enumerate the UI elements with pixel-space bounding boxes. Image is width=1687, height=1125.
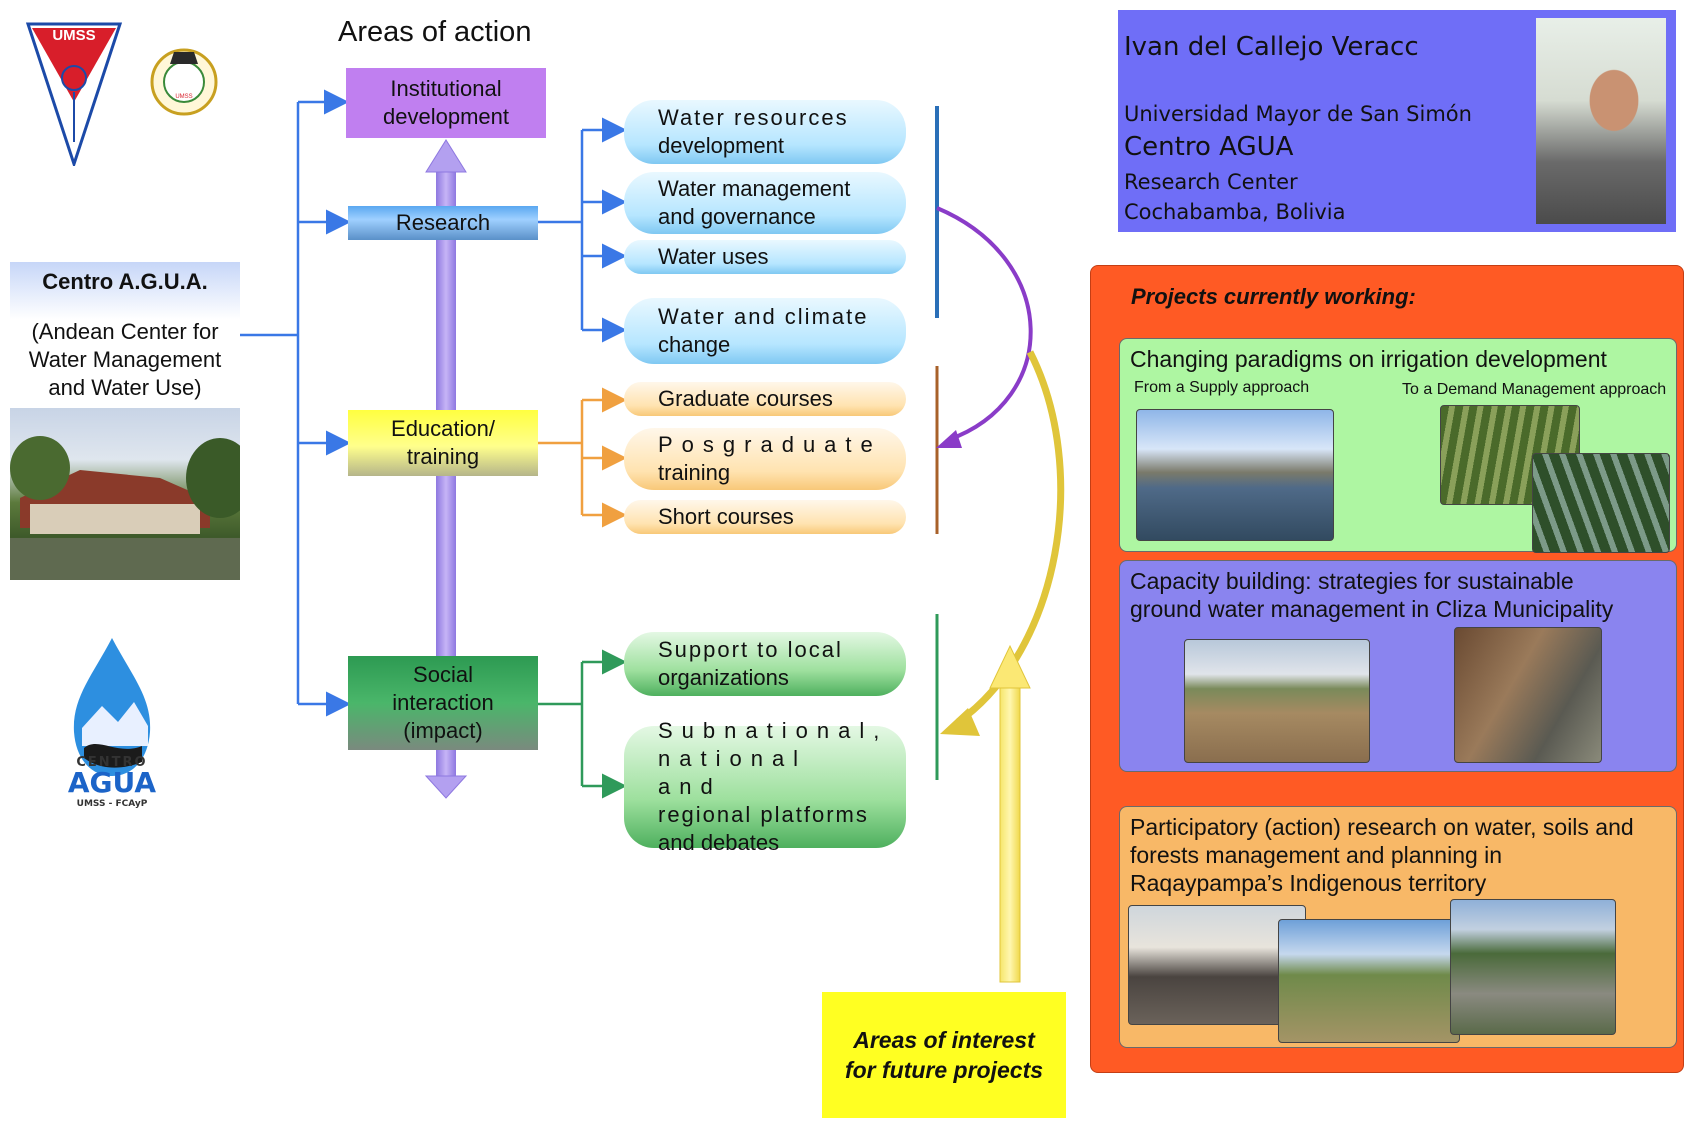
- pill-line: and governance: [658, 204, 816, 229]
- cliza-landscape-photo: [1184, 639, 1370, 763]
- mountain-lake-photo: [1136, 409, 1334, 541]
- research-label: Research: [395, 210, 491, 235]
- pill-line: Water and climate: [658, 304, 869, 329]
- centro-subtitle-line: Water Management: [28, 347, 222, 372]
- centro-agua-logo: CENTRO AGUA UMSS - FCAyP: [68, 638, 157, 809]
- researcher-name: Ivan del Callejo Veracc: [1124, 32, 1419, 62]
- social-label-line: Social: [413, 662, 473, 687]
- education-label-line: Education/: [391, 416, 495, 441]
- future-line: for future projects: [844, 1057, 1044, 1083]
- campus-photo: [10, 408, 240, 580]
- centro-title: Centro A.G.U.A.: [42, 269, 208, 294]
- researcher-university: Universidad Mayor de San Simón: [1124, 102, 1472, 126]
- centro-subtitle: (Andean Center for Water Management and …: [10, 318, 240, 402]
- pill-line: and debates: [658, 830, 780, 855]
- project-title-line: Capacity building: strategies for sustai…: [1130, 568, 1574, 594]
- researcher-center: Centro AGUA: [1124, 132, 1294, 162]
- pill-line: Support to local: [658, 637, 843, 662]
- research-item-water-management: Water management and governance: [624, 172, 906, 234]
- researcher-profile-card: Ivan del Callejo Veracc Universidad Mayo…: [1118, 10, 1676, 232]
- project-title-line: ground water management in Cliza Municip…: [1130, 596, 1614, 622]
- faculty-seal-text: UMSS: [175, 94, 192, 100]
- pill-line: Water management: [658, 176, 851, 201]
- project-title-line: Raqaypampa’s Indigenous territory: [1130, 870, 1487, 896]
- pill-line: Posgraduate: [658, 432, 882, 457]
- research-connectors: [538, 117, 627, 343]
- social-interaction-box: Social interaction (impact): [348, 656, 538, 750]
- research-item-water-uses: Water uses: [624, 240, 906, 274]
- researcher-center-type: Research Center: [1124, 170, 1298, 194]
- future-up-arrow: [989, 644, 1031, 983]
- pill-line: Subnational,: [658, 718, 889, 743]
- pill-line: organizations: [658, 665, 789, 690]
- pill-line: Water uses: [658, 244, 769, 269]
- project-title: Changing paradigms on irrigation develop…: [1130, 346, 1607, 372]
- future-interest-box: Areas of interest for future projects: [822, 992, 1066, 1118]
- pill-line: national and: [658, 746, 808, 799]
- researcher-location: Cochabamba, Bolivia: [1124, 200, 1346, 224]
- future-line: Areas of interest: [853, 1027, 1035, 1053]
- education-connectors: [538, 387, 627, 528]
- projects-heading: Projects currently working:: [1131, 284, 1416, 309]
- education-item-short-courses: Short courses: [624, 500, 906, 534]
- pill-line: training: [658, 460, 731, 485]
- social-label-line: (impact): [403, 718, 483, 743]
- project-raqaypampa: Participatory (action) research on water…: [1119, 806, 1677, 1048]
- project-title-line: forests management and planning in: [1130, 842, 1503, 868]
- education-item-graduate-courses: Graduate courses: [624, 382, 906, 416]
- education-label-line: training: [406, 444, 480, 469]
- researcher-portrait: [1536, 18, 1666, 224]
- pill-line: Graduate courses: [658, 386, 833, 411]
- areas-heading: Areas of action: [338, 16, 532, 48]
- pill-line: regional platforms: [658, 802, 869, 827]
- centro-subtitle-line: and Water Use): [48, 375, 202, 400]
- umss-logo: UMSS: [26, 22, 122, 166]
- project-title: Capacity building: strategies for sustai…: [1130, 567, 1670, 623]
- to-demand-label: To a Demand Management approach: [1402, 381, 1667, 398]
- project-irrigation-paradigms: Changing paradigms on irrigation develop…: [1119, 338, 1677, 553]
- center-to-areas-connector: [240, 89, 351, 717]
- pill-line: development: [658, 133, 784, 158]
- research-to-education-curve: [936, 206, 1033, 442]
- centro-subtitle-line: (Andean Center for: [31, 319, 219, 344]
- projects-panel: Projects currently working: Changing par…: [1090, 265, 1684, 1073]
- education-item-posgraduate-training: Posgraduate training: [624, 428, 906, 490]
- pill-line: change: [658, 332, 731, 357]
- research-item-climate-change: Water and climate change: [624, 298, 906, 364]
- project-title-line: Participatory (action) research on water…: [1130, 814, 1634, 840]
- highland-field-photo: [1278, 919, 1460, 1043]
- pill-line: Water resources: [658, 105, 849, 130]
- drilling-rig-photo: [1454, 627, 1602, 763]
- research-box: Research: [348, 206, 538, 240]
- from-supply-label: From a Supply approach: [1134, 379, 1310, 396]
- social-label-line: interaction: [392, 690, 494, 715]
- institutional-label-line: Institutional: [390, 76, 502, 101]
- logo-centro-text: CENTRO: [76, 755, 147, 770]
- research-item-water-resources: Water resources development: [624, 100, 906, 164]
- centro-agua-box: Centro A.G.U.A. (Andean Center for Water…: [10, 262, 240, 580]
- institutional-development-box: Institutional development: [346, 68, 546, 138]
- community-meeting-photo: [1128, 905, 1306, 1025]
- logo-agua-text: AGUA: [68, 766, 157, 799]
- social-item-support-local: Support to local organizations: [624, 632, 906, 696]
- education-training-box: Education/ training: [348, 410, 538, 476]
- social-connectors: [538, 649, 627, 799]
- hillside-survey-photo: [1450, 899, 1616, 1035]
- faculty-seal-logo: UMSS: [150, 48, 218, 116]
- institutional-label-line: development: [383, 104, 509, 129]
- project-groundwater-cliza: Capacity building: strategies for sustai…: [1119, 560, 1677, 772]
- logo-sub-text: UMSS - FCAyP: [77, 799, 148, 809]
- social-item-platforms: Subnational, national and regional platf…: [624, 718, 906, 855]
- umss-logo-text: UMSS: [52, 27, 95, 44]
- project-title: Participatory (action) research on water…: [1130, 813, 1670, 897]
- farmers-field-photo: [1532, 453, 1670, 553]
- pill-line: Short courses: [658, 504, 794, 529]
